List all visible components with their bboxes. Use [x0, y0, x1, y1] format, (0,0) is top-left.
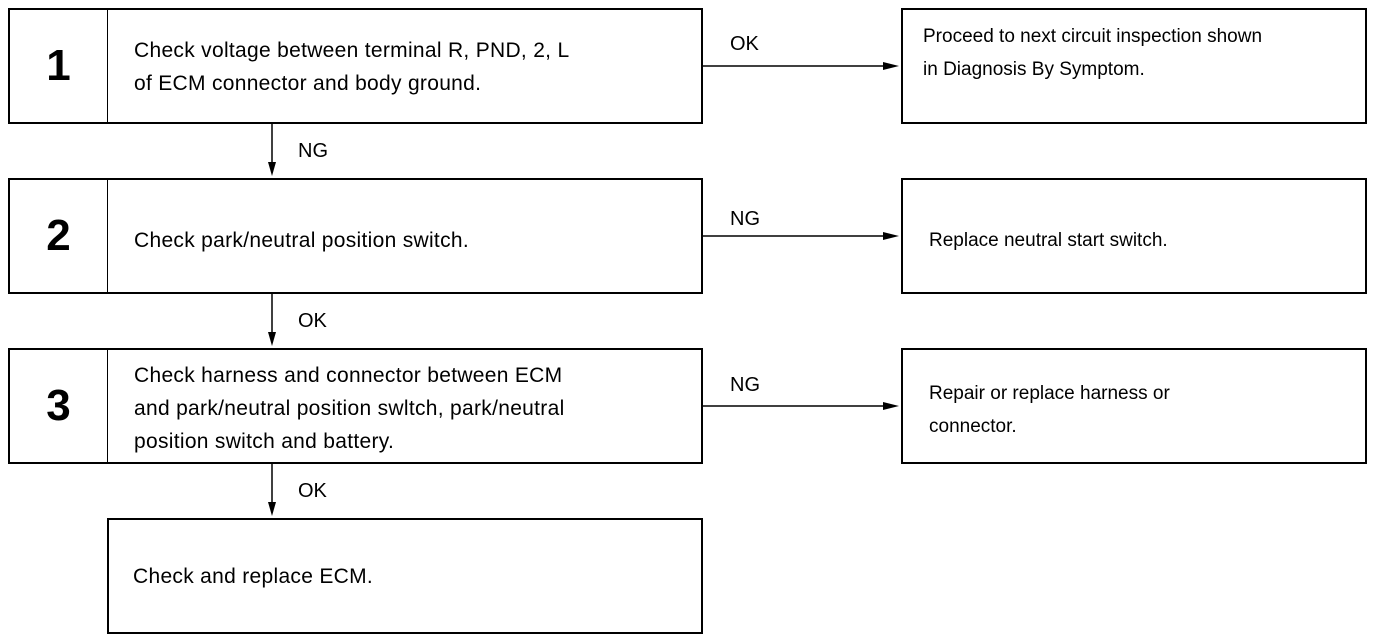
step-3-box: 3 Check harness and connector between EC…	[8, 348, 703, 464]
label-step1-ok: OK	[730, 33, 759, 55]
step-1-box: 1 Check voltage between terminal R, PND,…	[8, 8, 703, 124]
result-3-box: Repair or replace harness or connector.	[901, 348, 1367, 464]
arrowhead-step1-right	[883, 62, 899, 70]
result-1-text-line: in Diagnosis By Symptom.	[923, 59, 1145, 80]
label-step1-ng: NG	[298, 140, 328, 162]
step-3-text-line: Check harness and connector between ECM	[134, 364, 563, 387]
step-1-text-line: Check voltage between terminal R, PND, 2…	[134, 39, 570, 62]
step-3-text-line: and park/neutral position swltch, park/n…	[134, 397, 565, 420]
step-2-text: Check park/neutral position switch.	[134, 224, 469, 257]
step-3-number: 3	[10, 350, 108, 462]
step-1-text: Check voltage between terminal R, PND, 2…	[134, 34, 569, 100]
result-1-text: Proceed to next circuit inspection shown…	[923, 20, 1262, 86]
arrowhead-step3-down	[268, 502, 276, 516]
arrowhead-step2-right	[883, 232, 899, 240]
step-2-box: 2 Check park/neutral position switch.	[8, 178, 703, 294]
result-2-box: Replace neutral start switch.	[901, 178, 1367, 294]
result-1-text-line: Proceed to next circuit inspection shown	[923, 26, 1263, 47]
final-text: Check and replace ECM.	[133, 565, 374, 588]
step-2-text-line: Check park/neutral position switch.	[134, 229, 469, 252]
result-3-text-line: Repair or replace harness or	[929, 383, 1170, 404]
step-1-text-line: of ECM connector and body ground.	[134, 72, 482, 95]
result-3-text-line: connector.	[929, 416, 1017, 437]
arrowhead-step3-right	[883, 402, 899, 410]
label-step3-ok: OK	[298, 480, 327, 502]
result-2-text: Replace neutral start switch.	[929, 224, 1168, 257]
arrowhead-step1-down	[268, 162, 276, 176]
label-step2-ok: OK	[298, 310, 327, 332]
step-1-number: 1	[10, 10, 108, 122]
step-3-text-line: position switch and battery.	[134, 430, 395, 453]
result-3-text: Repair or replace harness or connector.	[929, 377, 1170, 443]
arrowhead-step2-down	[268, 332, 276, 346]
label-step3-ng: NG	[730, 374, 760, 396]
result-1-box: Proceed to next circuit inspection shown…	[901, 8, 1367, 124]
step-2-number: 2	[10, 180, 108, 292]
result-2-text-line: Replace neutral start switch.	[929, 230, 1168, 251]
label-step2-ng: NG	[730, 208, 760, 230]
step-3-text: Check harness and connector between ECM …	[134, 359, 565, 458]
final-box: Check and replace ECM.	[107, 518, 703, 634]
